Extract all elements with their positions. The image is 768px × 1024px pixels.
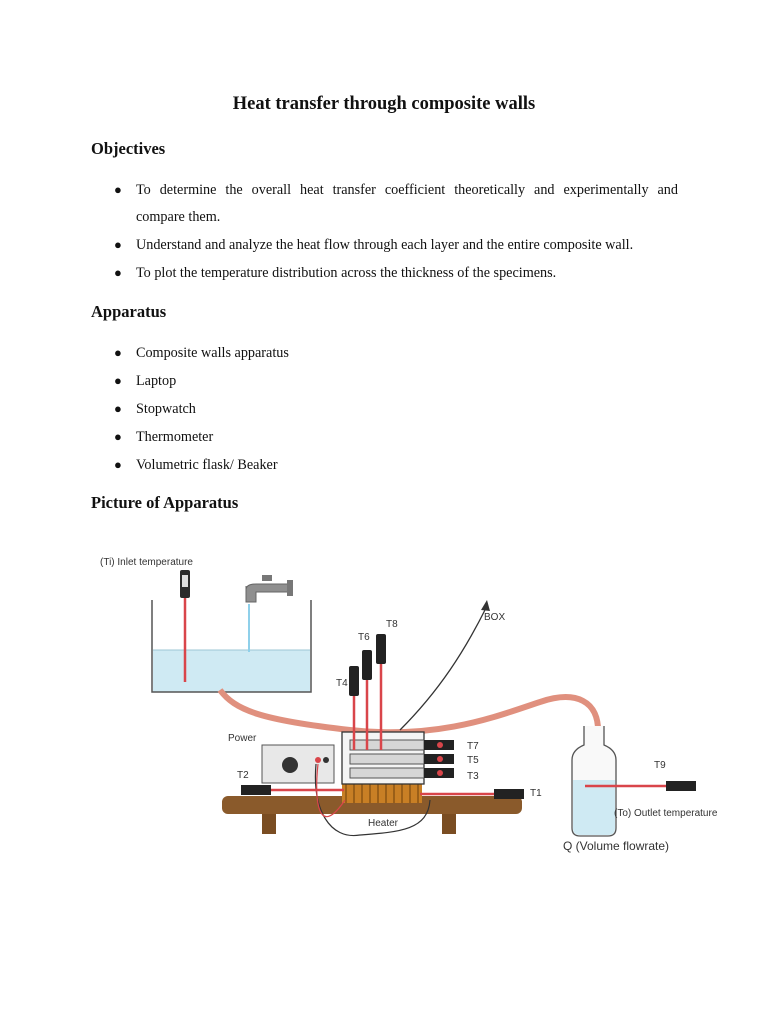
page-title: Heat transfer through composite walls [232,94,536,114]
objectives-heading: Objectives [91,139,166,158]
flowrate-label: Q (Volume flowrate) [563,839,669,853]
bullet-icon: ● [114,429,122,444]
outlet-thermometer [585,781,696,791]
inlet-temperature-label: (Ti) Inlet temperature [100,557,193,568]
bullet-icon: ● [114,265,122,280]
water-hose [217,688,602,736]
box-arrow-icon [481,600,490,611]
faucet-icon [245,575,293,652]
box-label: BOX [484,612,505,623]
volumetric-flask [571,726,617,837]
t7-label: T7 [467,741,479,752]
t3-label: T3 [467,771,479,782]
bullet-icon: ● [114,182,122,197]
t6-label: T6 [358,632,370,643]
composite-wall-block [341,731,454,785]
t2-label: T2 [237,770,249,781]
bullet-icon: ● [114,345,122,360]
power-supply [261,744,431,837]
heater-coil [342,783,422,803]
bullet-icon: ● [114,373,122,388]
t9-label: T9 [654,760,666,771]
outlet-temperature-label: (To) Outlet temperature [614,808,718,819]
list-item-text: Understand and analyze the heat flow thr… [136,237,634,253]
bullet-icon: ● [114,457,122,472]
power-label: Power [228,733,257,744]
bullet-icon: ● [114,401,122,416]
t4-label: T4 [336,678,348,689]
list-item-text: compare them. [136,209,221,225]
list-item-text: Laptop [136,373,177,389]
wooden-base [222,796,522,834]
apparatus-heading: Apparatus [91,302,167,321]
list-item-text: Volumetric flask/ Beaker [136,457,278,473]
picture-heading: Picture of Apparatus [91,493,239,512]
list-item-text: To plot the temperature distribution acr… [136,265,557,281]
list-item-text: Stopwatch [136,401,196,417]
t8-label: T8 [386,619,398,630]
list-item-text: To determine the overall heat transfer c… [136,182,678,198]
t5-label: T5 [467,755,479,766]
top-thermometers [349,634,386,750]
heater-label: Heater [368,818,399,829]
apparatus-diagram: (Ti) Inlet temperature BOX [100,557,718,853]
bullet-icon: ● [114,237,122,252]
inlet-thermometer [180,570,190,682]
list-item-text: Composite walls apparatus [136,345,289,361]
bottom-thermometers [241,785,524,799]
t1-label: T1 [530,788,542,799]
box-cable [399,607,487,731]
list-item-text: Thermometer [136,429,214,445]
water-tank [151,600,312,693]
